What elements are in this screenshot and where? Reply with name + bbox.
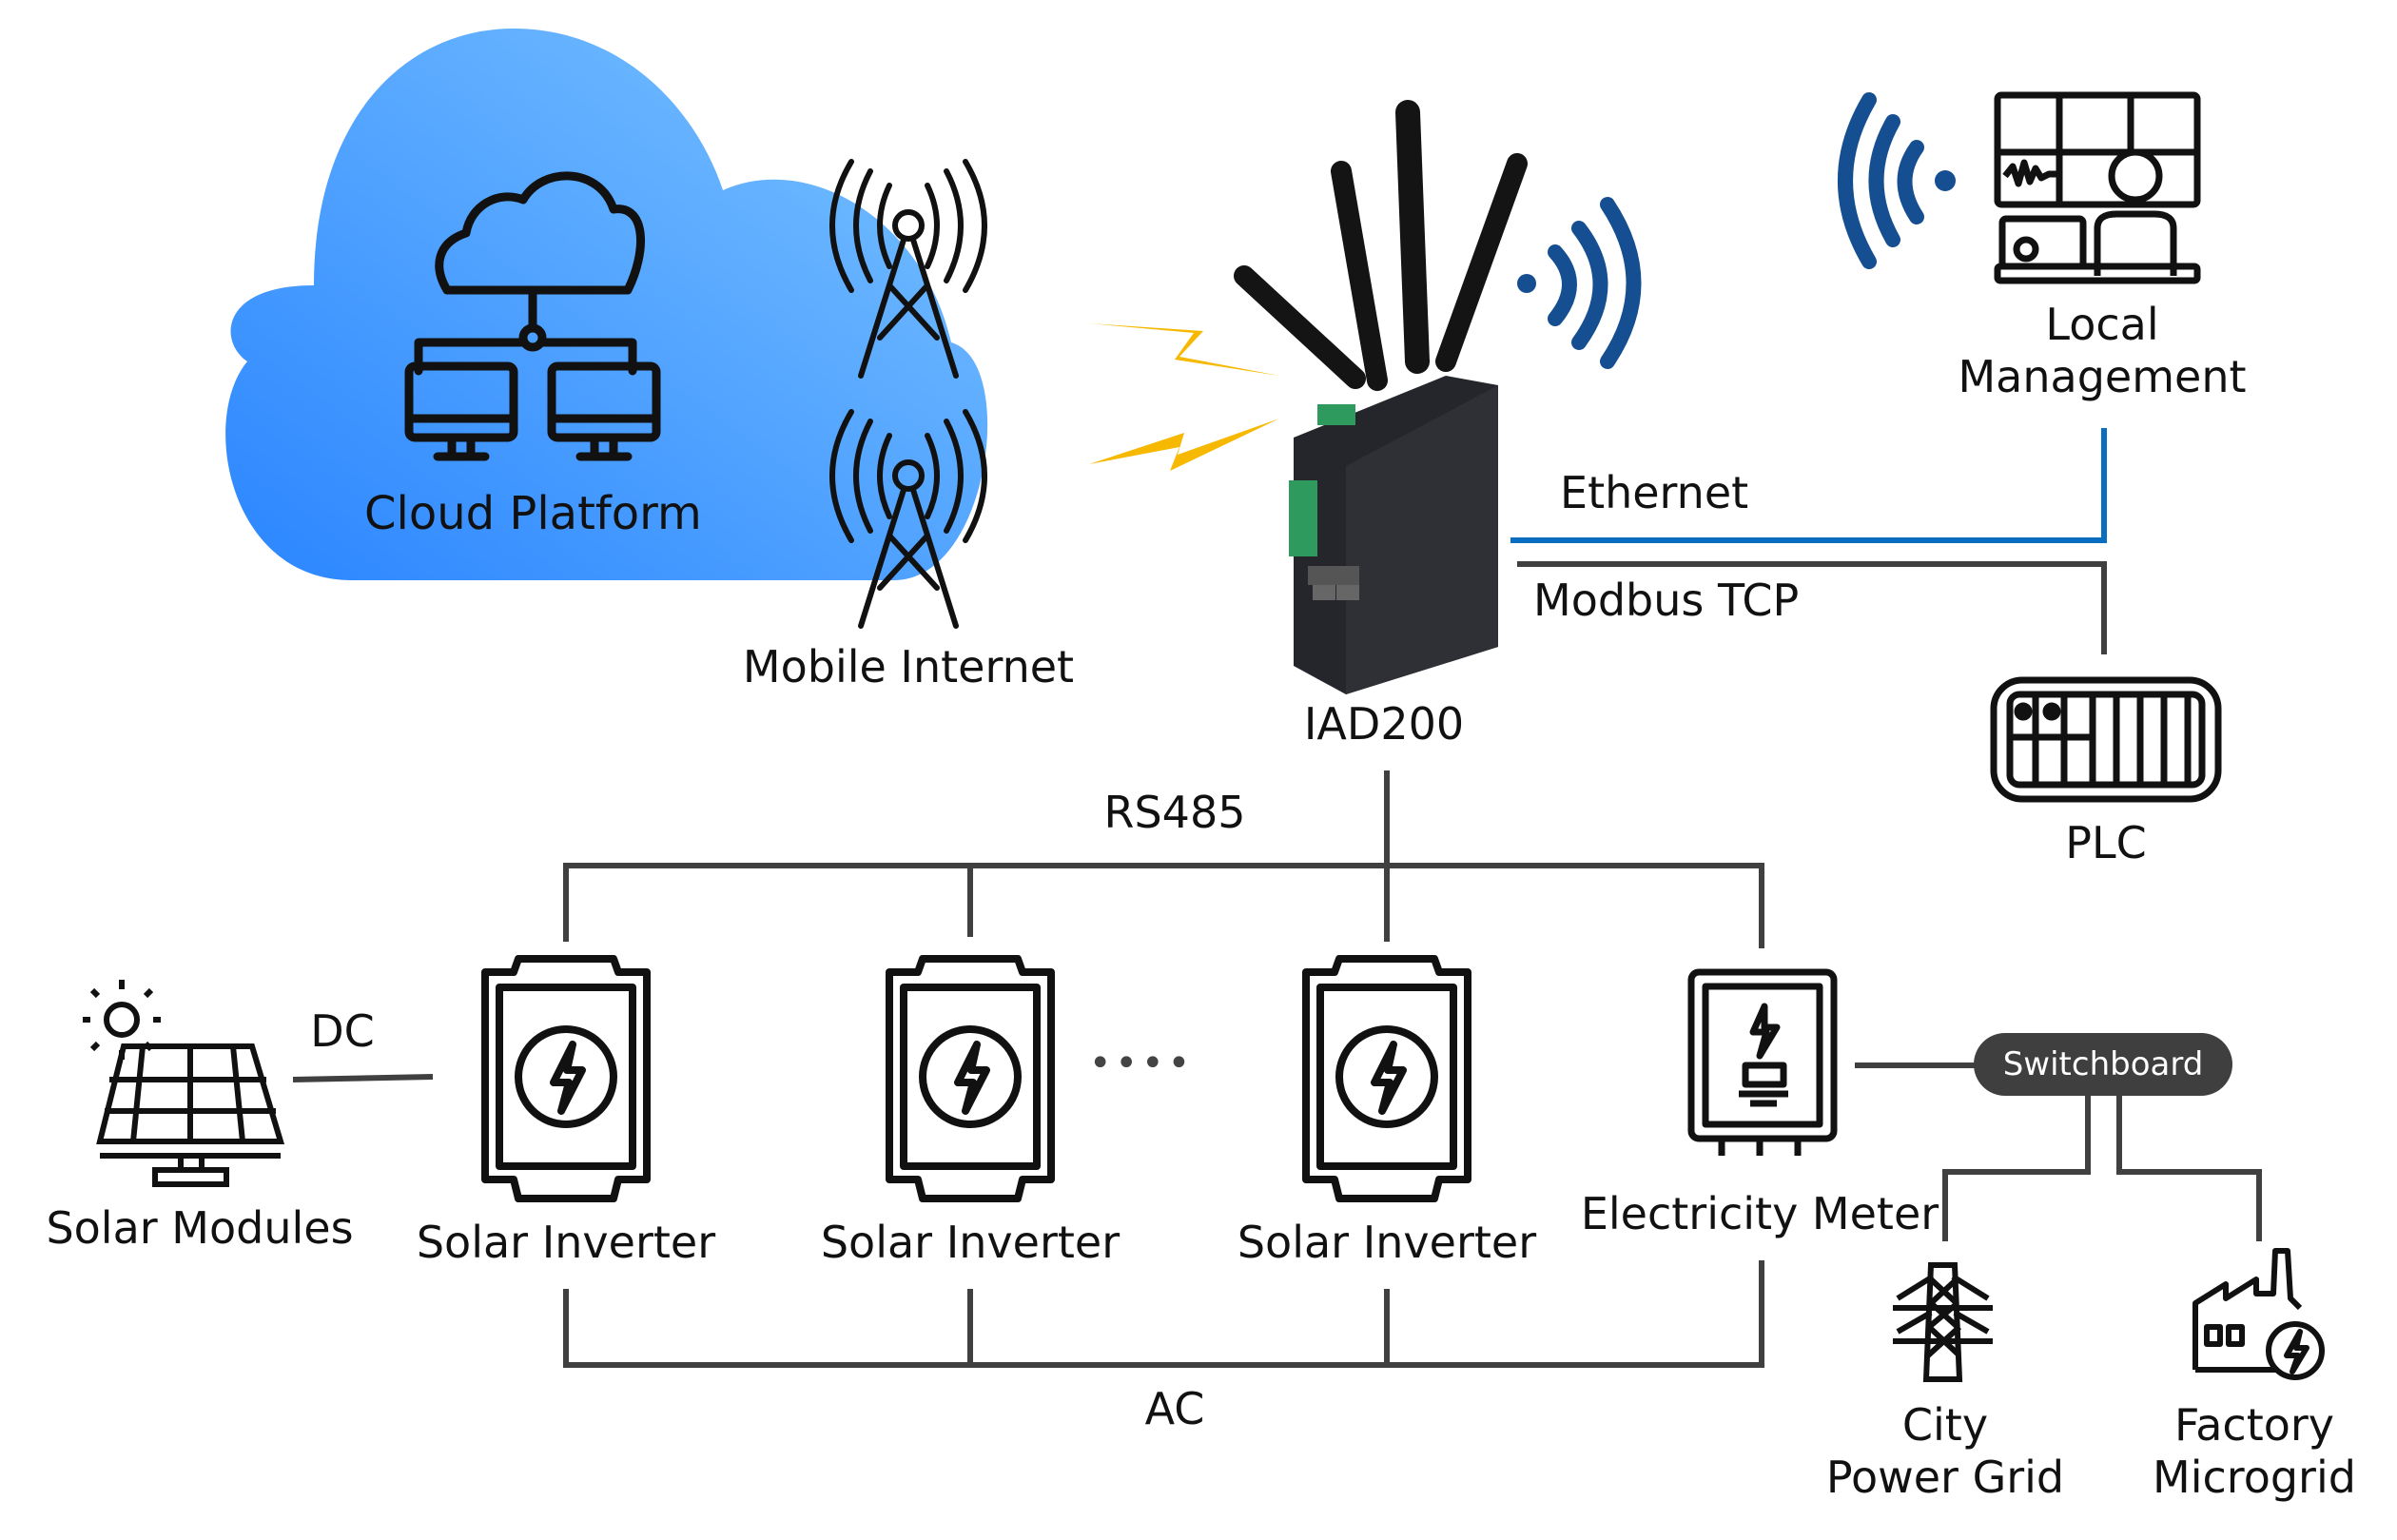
solar-inverter-label: Solar Inverter (1237, 1217, 1537, 1268)
modbus-tcp-label: Modbus TCP (1533, 575, 1800, 626)
dc-label: DC (310, 1005, 375, 1057)
electricity-meter-label: Electricity Meter (1580, 1188, 1939, 1239)
rs485-label: RS485 (1103, 787, 1246, 838)
cloud-network-icon (404, 171, 661, 461)
rs485-bus (563, 770, 1764, 948)
plc-icon (1990, 676, 2222, 803)
local-management-label-line1: Local (2045, 299, 2159, 350)
control-room-icon (1994, 91, 2201, 284)
city-power-grid-label-line2: Power Grid (1825, 1452, 2065, 1503)
iad200-gateway-device (1234, 100, 1528, 694)
solar-panel-icon (83, 980, 285, 1187)
ac-bus (563, 1260, 1764, 1368)
plc-label: PLC (2065, 817, 2147, 868)
switchboard-branches (1942, 1096, 2262, 1241)
electric-meter-icon (1687, 968, 1838, 1156)
city-power-grid-label-line1: City (1901, 1399, 1989, 1451)
ethernet-line (1510, 428, 2107, 543)
local-management-label-line2: Management (1958, 351, 2247, 402)
wifi-signal-icon (1838, 92, 1956, 269)
cell-tower-icon (829, 159, 987, 379)
factory-microgrid-label-line1: Factory (2173, 1399, 2335, 1451)
solar-inverter-label: Solar Inverter (416, 1217, 716, 1268)
wireless-bolt-icon (1089, 323, 1279, 471)
solar-inverter-icon (886, 955, 1055, 1202)
wifi-signal-icon (1517, 197, 1642, 369)
modbus-tcp-line (1517, 561, 2107, 654)
power-tower-icon (1893, 1262, 1993, 1382)
factory-icon (2192, 1248, 2325, 1380)
dc-line (292, 1074, 434, 1082)
mobile-internet-label: Mobile Internet (742, 641, 1075, 692)
switchboard-badge: Switchboard (1974, 1033, 2232, 1096)
cell-tower-icon (829, 409, 987, 629)
solar-inverter-label: Solar Inverter (820, 1217, 1121, 1268)
gateway-label: IAD200 (1303, 698, 1465, 750)
solar-modules-label: Solar Modules (46, 1202, 354, 1254)
cloud-shape (225, 29, 988, 580)
solar-inverter-icon (481, 955, 651, 1202)
factory-microgrid-label-line2: Microgrid (2153, 1452, 2356, 1503)
solar-inverter-icon (1302, 955, 1471, 1202)
ac-label: AC (1144, 1383, 1205, 1434)
ethernet-label: Ethernet (1560, 467, 1749, 518)
cloud-platform-label: Cloud Platform (364, 487, 702, 540)
more-inverters-ellipsis: •••• (1088, 1042, 1195, 1085)
